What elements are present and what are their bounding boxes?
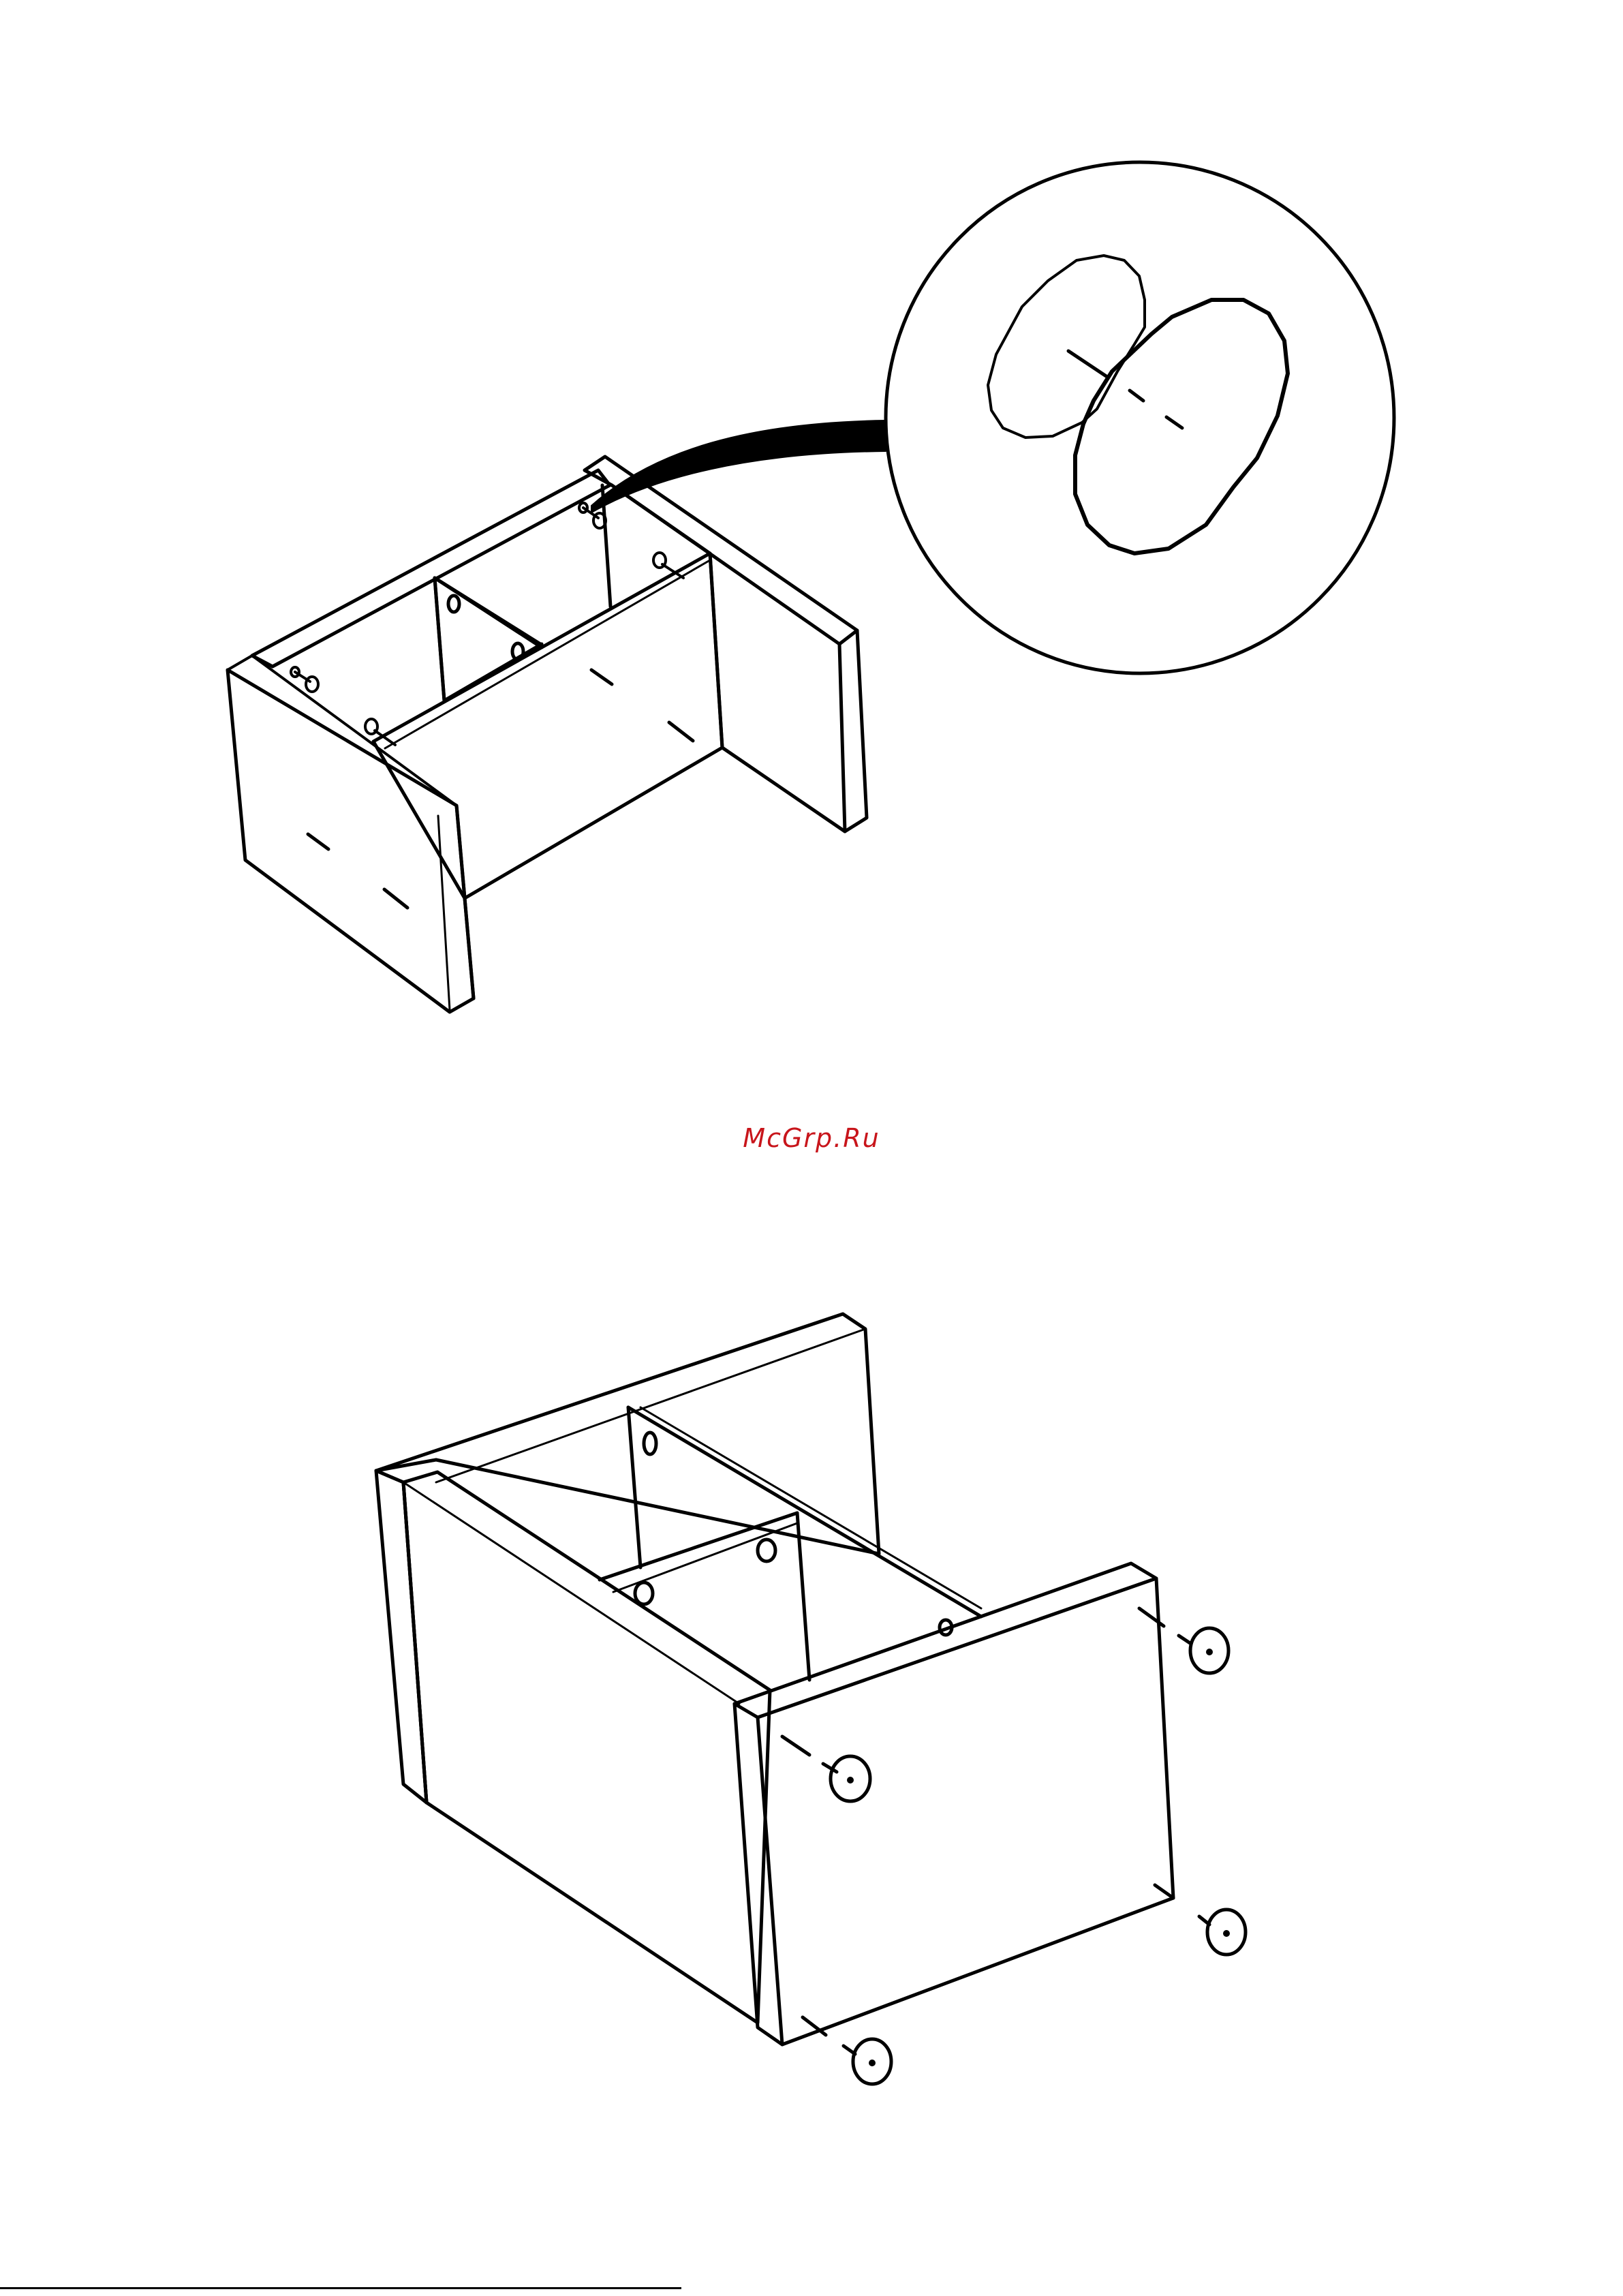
detail-magnifier (886, 162, 1394, 673)
footer-rule (0, 2287, 681, 2289)
foot-3 (1155, 1885, 1246, 1955)
right-end-panel (735, 1563, 1173, 2045)
figure-frame-assembly (228, 162, 1394, 1012)
left-end-panel (376, 1471, 427, 1803)
middle-divider (435, 578, 542, 701)
back-board (252, 470, 610, 667)
right-side-panel (585, 457, 867, 831)
foot-4 (803, 2017, 891, 2084)
callout-leader (591, 420, 886, 512)
watermark-text: McGrp.Ru (0, 1123, 1623, 1153)
foot-1 (782, 1736, 870, 1801)
front-rail (373, 553, 722, 898)
interior-divider (600, 1407, 981, 1680)
figure-feet-attachment (376, 1314, 1246, 2084)
left-side-panel (228, 656, 474, 1012)
foot-2 (1139, 1608, 1228, 1673)
feet (782, 1608, 1246, 2084)
back-panel (376, 1314, 879, 1554)
